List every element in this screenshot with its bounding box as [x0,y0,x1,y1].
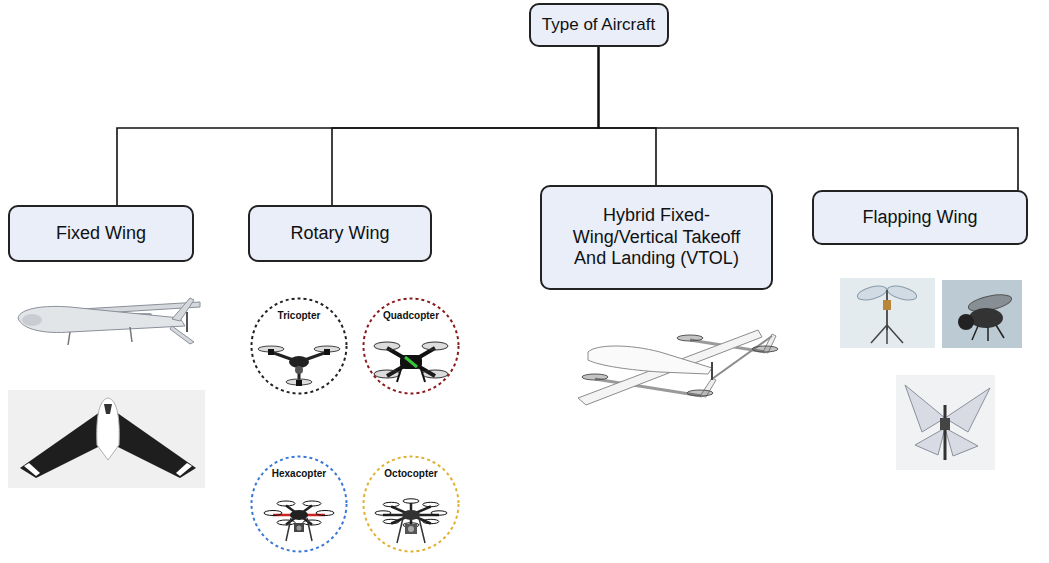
drone-type-circle: Hexacopter [250,455,348,553]
butterfly-flapper [896,375,995,470]
category-box: Flapping Wing [812,190,1028,245]
octocopter-drone [375,499,447,543]
category-box: Rotary Wing [248,205,432,262]
tricopter-drone [258,346,340,386]
tree-connector [117,47,599,205]
drone-type-label: Quadcopter [383,310,439,322]
tree-connector [599,47,657,185]
fixed-wing-drone [18,298,200,345]
root-box: Type of Aircraft [529,3,669,47]
circle-outline [364,299,459,394]
drone-type-circle: Tricopter [250,297,348,395]
category-box: Fixed Wing [8,205,194,262]
drone-type-label: Octocopter [384,468,437,480]
vtol-drone [578,330,778,405]
drone-type-label: Tricopter [278,310,321,322]
drone-type-circle: Quadcopter [362,297,460,395]
quadcopter-drone [374,342,448,382]
tree-connector [332,47,599,205]
box-label: Flapping Wing [862,207,977,229]
circle-outline [364,457,459,552]
circle-outline [252,299,347,394]
tree-connector [599,47,1019,190]
robobee-flapper [840,278,935,348]
box-label: Rotary Wing [290,223,389,245]
fly-flapper [942,280,1022,348]
box-label: Fixed Wing [56,223,146,245]
box-label: Type of Aircraft [542,15,655,35]
category-box: Hybrid Fixed-Wing/Vertical Takeoff And L… [540,185,773,290]
hexacopter-drone [264,501,334,541]
drone-type-circle: Octocopter [362,455,460,553]
box-label: Hybrid Fixed-Wing/Vertical Takeoff And L… [559,205,754,270]
flying-wing-drone [8,390,205,488]
drone-type-label: Hexacopter [272,468,326,480]
circle-outline [252,457,347,552]
